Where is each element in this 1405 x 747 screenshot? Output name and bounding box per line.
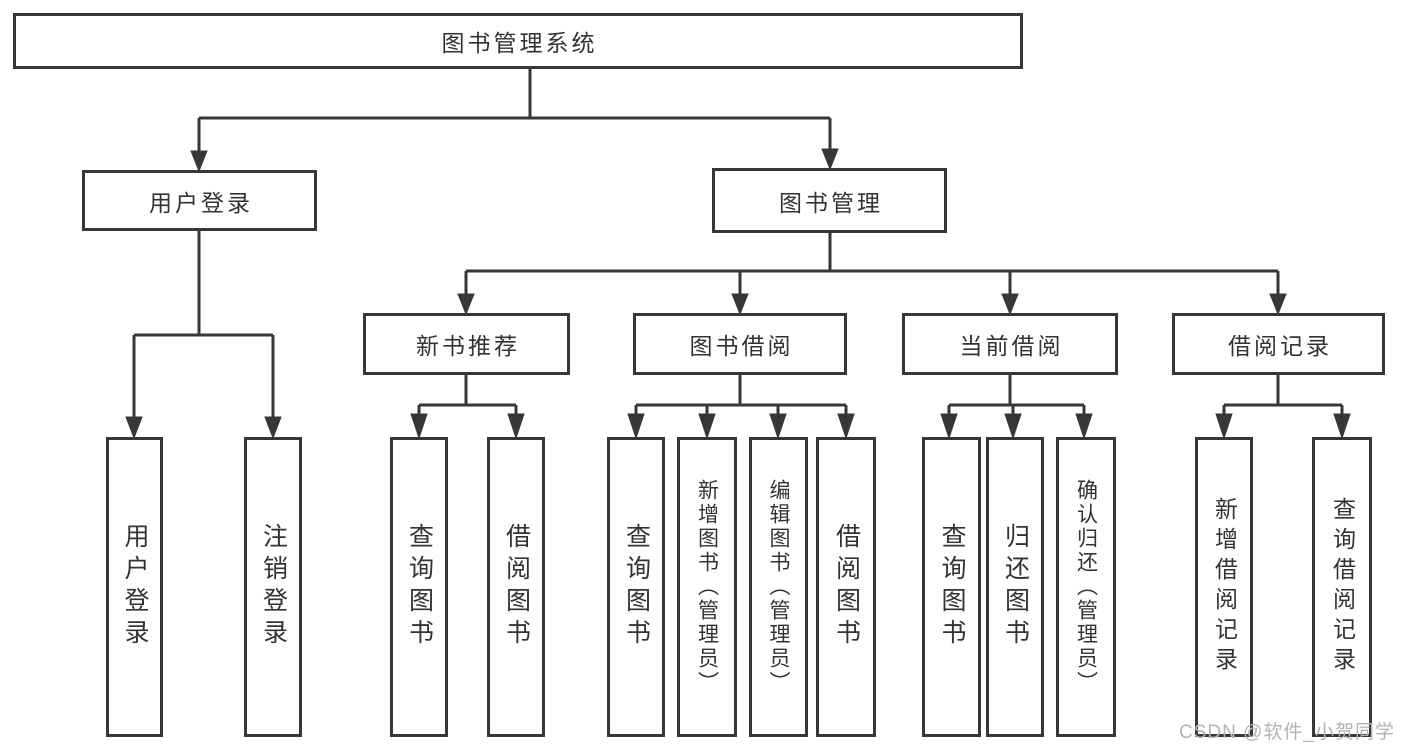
node-label: 新书推荐 [416,333,520,359]
node-label: 借阅记录 [1228,333,1332,359]
leaf-logout-login: 注销登录 [244,437,302,737]
connector-user-login-to-leaves [125,231,282,440]
node-label: 当前借阅 [959,333,1064,359]
node-label: 注销登录 [259,523,288,651]
connector-current-borrow-to-leaves [940,375,1093,440]
node-label: 编辑图书（管理员） [767,479,790,695]
node-label: 用户登录 [149,189,253,216]
leaf-recommend-query-books: 查询图书 [390,437,448,737]
node-label: 用户登录 [121,523,149,651]
leaf-query-borrow-record: 查询借阅记录 [1312,437,1372,737]
node-label: 借阅图书 [832,523,861,651]
leaf-return-books: 归还图书 [986,437,1044,737]
node-label: 新增图书（管理员） [695,479,719,695]
leaf-borrow-books: 借阅图书 [816,437,876,737]
node-label: 归还图书 [1001,523,1030,651]
node-new-book-recommend: 新书推荐 [363,313,570,375]
connector-book-mgmt-to-level3 [457,233,1287,316]
node-book-borrow: 图书借阅 [633,313,847,375]
node-book-management: 图书管理 [712,168,947,233]
leaf-recommend-borrow-books: 借阅图书 [487,437,545,737]
node-label: 确认归还（管理员） [1074,479,1098,695]
connector-root-to-level2 [190,69,839,173]
node-label: 查询借阅记录 [1329,497,1356,677]
leaf-current-query-books: 查询图书 [922,437,981,737]
node-label: 图书借阅 [689,333,794,359]
leaf-add-borrow-record: 新增借阅记录 [1195,437,1253,737]
node-current-borrow: 当前借阅 [902,313,1118,375]
node-label: 查询图书 [622,523,651,651]
leaf-edit-books-admin: 编辑图书（管理员） [749,437,808,737]
node-label: 图书管理系统 [441,30,598,56]
node-label: 图书管理 [779,189,883,216]
node-label: 查询图书 [938,523,966,651]
connector-new-book-rec-to-leaves [410,375,525,440]
connector-borrow-records-to-leaves [1215,375,1351,440]
leaf-add-books-admin: 新增图书（管理员） [677,437,737,737]
watermark: CSDN @软件_小贺同学 [1179,722,1395,743]
leaf-borrow-query-books: 查询图书 [607,437,665,737]
node-library-management-system: 图书管理系统 [13,13,1023,69]
node-label: 新增借阅记录 [1211,497,1238,677]
connector-book-borrow-to-leaves [627,375,855,440]
node-label: 查询图书 [405,523,434,651]
node-label: 借阅图书 [502,523,531,651]
leaf-user-login: 用户登录 [106,437,163,737]
node-user-login: 用户登录 [82,170,317,231]
node-borrow-records: 借阅记录 [1172,313,1385,375]
leaf-confirm-return-admin: 确认归还（管理员） [1056,437,1116,737]
